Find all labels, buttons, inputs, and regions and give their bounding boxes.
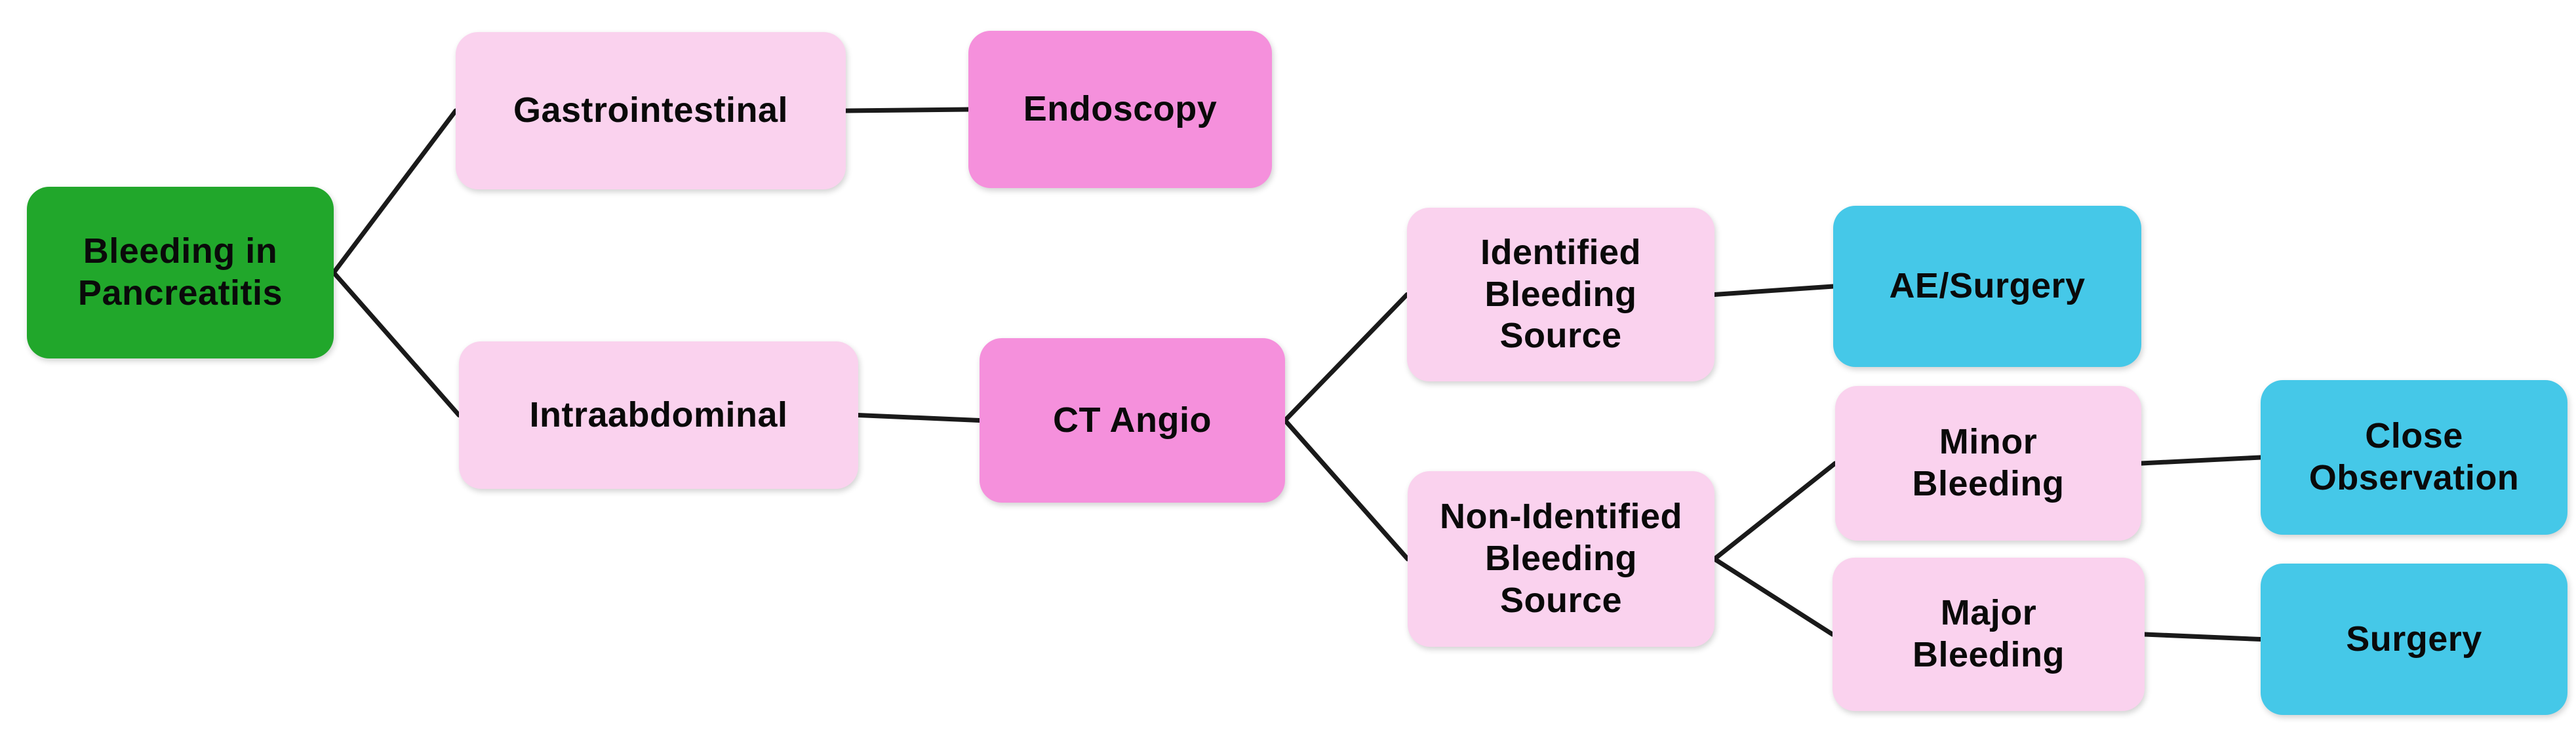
node-ct-angio: CT Angio bbox=[980, 338, 1285, 503]
node-identified-source: Identified Bleeding Source bbox=[1407, 208, 1714, 381]
node-non-identified-source: Non-Identified Bleeding Source bbox=[1408, 471, 1714, 647]
edge-identified-source-to-ae-surgery bbox=[1712, 284, 1836, 297]
node-gastrointestinal: Gastrointestinal bbox=[456, 32, 846, 189]
edge-root-to-intraabdominal bbox=[331, 270, 462, 417]
edge-minor-bleeding-to-close-observation bbox=[2139, 455, 2263, 466]
edge-major-bleeding-to-surgery bbox=[2142, 632, 2263, 642]
node-major-bleeding: Major Bleeding bbox=[1833, 558, 2145, 711]
edge-ct-angio-to-identified-source bbox=[1282, 292, 1410, 423]
edge-ct-angio-to-non-identified-source bbox=[1282, 418, 1410, 562]
node-close-observation: Close Observation bbox=[2261, 380, 2567, 535]
node-minor-bleeding: Minor Bleeding bbox=[1835, 386, 2141, 541]
node-ae-surgery: AE/Surgery bbox=[1833, 206, 2141, 367]
node-endoscopy: Endoscopy bbox=[968, 31, 1272, 188]
edge-gastrointestinal-to-endoscopy bbox=[843, 107, 971, 113]
edge-intraabdominal-to-ct-angio bbox=[856, 413, 982, 423]
edge-root-to-gastrointestinal bbox=[331, 108, 458, 275]
node-root: Bleeding in Pancreatitis bbox=[27, 187, 334, 358]
node-intraabdominal: Intraabdominal bbox=[459, 341, 858, 489]
node-surgery: Surgery bbox=[2261, 564, 2567, 715]
edge-non-identified-source-to-major-bleeding bbox=[1712, 556, 1835, 637]
edge-non-identified-source-to-minor-bleeding bbox=[1712, 461, 1838, 562]
